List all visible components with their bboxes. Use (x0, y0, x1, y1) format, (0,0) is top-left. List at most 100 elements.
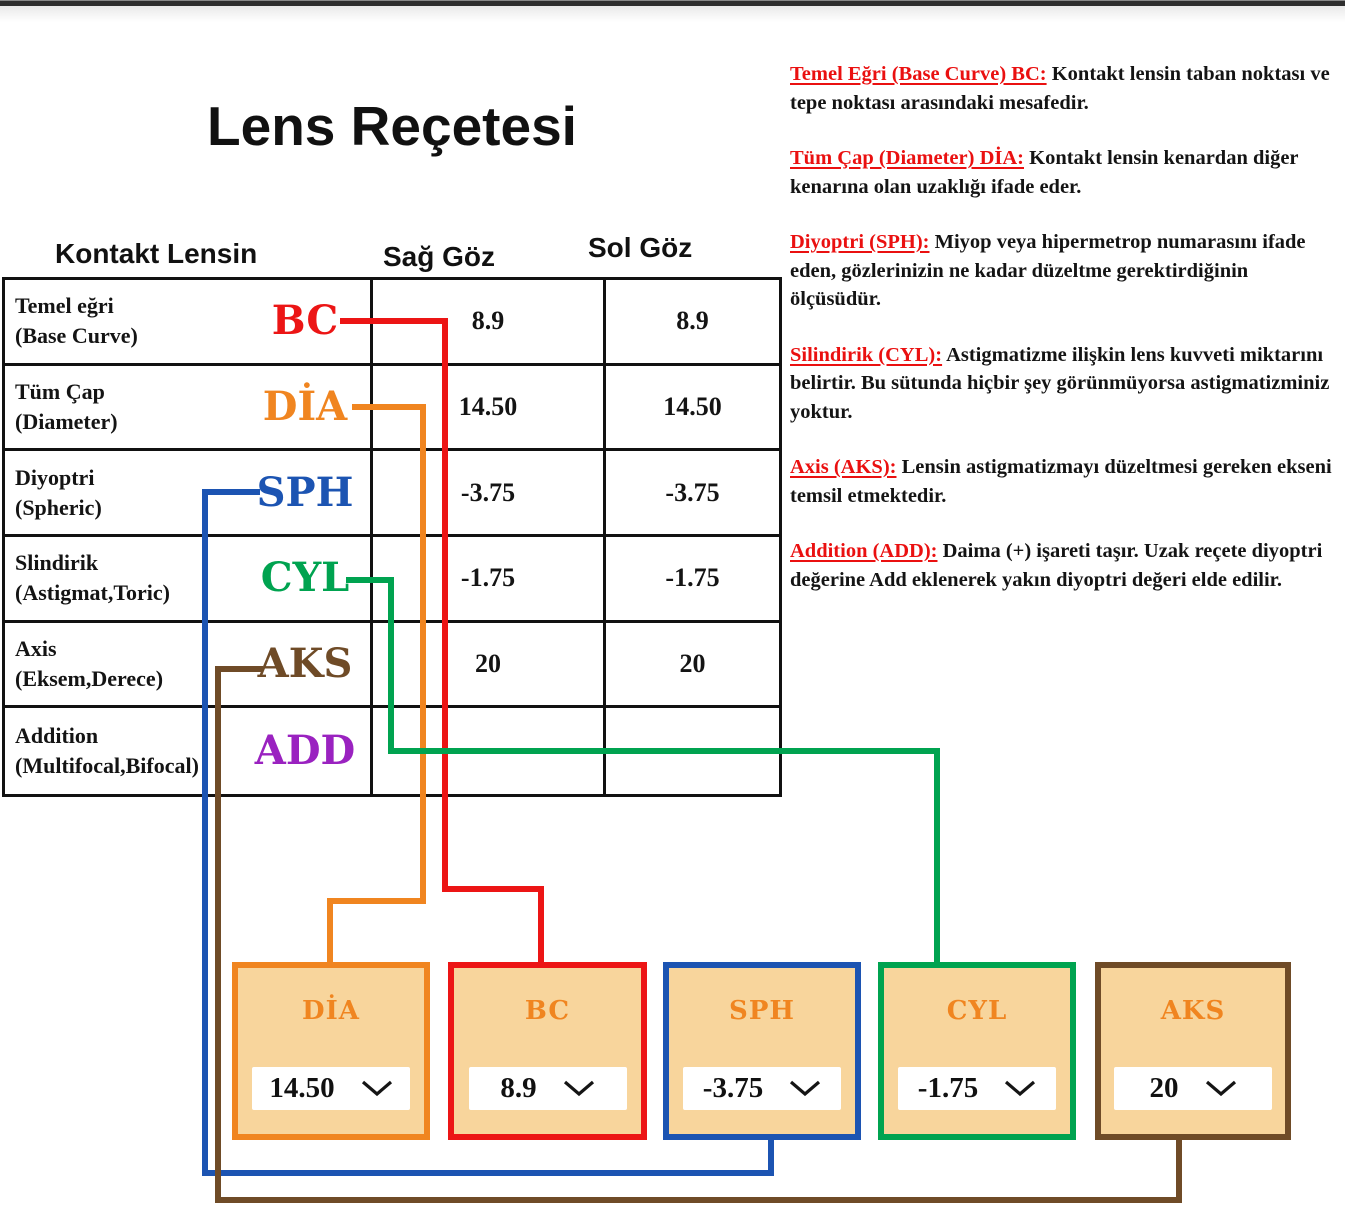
chevron-down-icon[interactable] (361, 1080, 393, 1097)
value-aks-right-eye: 20 (373, 622, 606, 709)
row-label-line1: Diyoptri (15, 464, 95, 490)
definition-term: Temel Eğri (Base Curve) BC: (790, 63, 1047, 85)
aks-connector-h2 (215, 1197, 1182, 1203)
row-label-line2: (Multifocal,Bifocal) (15, 753, 199, 779)
sph-dropdown[interactable]: -3.75 (683, 1067, 841, 1110)
dia-connector-h2 (327, 898, 426, 904)
acronym-cyl: CYL (260, 554, 350, 602)
dia-connector-h1 (352, 404, 424, 410)
top-bar-fade (0, 6, 1345, 22)
cyl-connector-h1 (346, 577, 394, 583)
sph-connector-h1 (202, 489, 260, 495)
sph-selector-box: SPH -3.75 (663, 962, 861, 1140)
definition-term: Tüm Çap (Diameter) DİA: (790, 147, 1024, 169)
definition-aks: Axis (AKS): Lensin astigmatizmayı düzelt… (790, 453, 1343, 510)
aks-connector-h1 (221, 666, 263, 672)
row-label-line1: Axis (15, 635, 57, 661)
row-label-base-curve: Temel eğri (Base Curve) BC (5, 280, 373, 366)
chevron-down-icon[interactable] (789, 1080, 821, 1097)
top-bar (0, 0, 1345, 7)
aks-dropdown-value: 20 (1149, 1072, 1179, 1104)
dia-connector-v1 (420, 404, 426, 904)
cyl-selector-box: CYL -1.75 (878, 962, 1076, 1140)
value-cyl-right-eye: -1.75 (373, 536, 606, 623)
acronym-dia: DİA (262, 382, 348, 430)
bc-selector-label: BC (524, 996, 571, 1026)
aks-selector-box: AKS 20 (1095, 962, 1291, 1140)
value-cyl-left-eye: -1.75 (606, 537, 779, 623)
definition-bc: Temel Eğri (Base Curve) BC: Kontakt lens… (790, 60, 1343, 117)
definition-text: Kontakt lensin taban noktası ve tepe nok… (790, 63, 1330, 114)
table-header-sag-goz: Sağ Göz (383, 241, 496, 272)
bc-selector-box: BC 8.9 (448, 962, 647, 1140)
definition-text: Lensin astigmatizmayı düzeltmesi gereken… (790, 456, 1332, 507)
definition-term: Axis (AKS): (790, 456, 897, 478)
definition-text: Astigmatizme ilişkin lens kuvveti miktar… (790, 343, 1330, 423)
aks-dropdown[interactable]: 20 (1114, 1067, 1272, 1110)
acronym-bc: BC (271, 297, 339, 345)
definition-text: Miyop veya hipermetrop numarasını ifade … (790, 231, 1306, 310)
chevron-down-icon[interactable] (1004, 1080, 1036, 1097)
value-sph-left-eye: -3.75 (606, 451, 779, 537)
bc-connector-h2 (442, 886, 544, 892)
definition-text: Daima (+) işareti taşır. Uzak reçete diy… (790, 540, 1323, 591)
dia-dropdown-value: 14.50 (269, 1072, 335, 1104)
row-label-line2: (Astigmat,Toric) (15, 580, 170, 606)
definition-sph: Diyoptri (SPH): Miyop veya hipermetrop n… (790, 228, 1343, 314)
dia-connector-v2 (327, 898, 333, 966)
sph-dropdown-value: -3.75 (702, 1072, 764, 1104)
cyl-dropdown-value: -1.75 (917, 1072, 979, 1104)
row-label-diameter: Tüm Çap (Diameter) DİA (5, 365, 373, 452)
definition-term: Addition (ADD): (790, 540, 938, 562)
cyl-connector-v2 (934, 748, 940, 968)
row-label-axis: Axis (Eksem,Derece) AKS (5, 622, 373, 709)
value-bc-right-eye: 8.9 (373, 280, 606, 366)
acronym-aks: AKS (257, 639, 353, 687)
row-label-line1: Temel eğri (15, 293, 114, 319)
value-sph-right-eye: -3.75 (373, 451, 606, 537)
bc-connector-h1 (340, 318, 446, 324)
acronym-add: ADD (254, 727, 356, 775)
row-label-line1: Tüm Çap (15, 378, 105, 404)
row-label-line2: (Base Curve) (15, 323, 138, 349)
row-label-addition: Addition (Multifocal,Bifocal) ADD (5, 708, 373, 794)
cyl-connector-v1 (388, 577, 394, 754)
aks-connector-v1 (215, 666, 221, 1203)
dia-dropdown[interactable]: 14.50 (252, 1067, 410, 1110)
definition-dia: Tüm Çap (Diameter) DİA: Kontakt lensin k… (790, 144, 1343, 201)
aks-selector-label: AKS (1160, 996, 1226, 1026)
definition-term: Silindirik (CYL): (790, 343, 943, 366)
bc-dropdown[interactable]: 8.9 (468, 1067, 627, 1110)
sph-connector-v1 (202, 489, 208, 1176)
chevron-down-icon[interactable] (563, 1080, 595, 1097)
sph-connector-h2 (202, 1170, 774, 1176)
definition-add: Addition (ADD): Daima (+) işareti taşır.… (790, 537, 1343, 594)
page-title: Lens Reçetesi (207, 95, 577, 157)
row-label-line2: (Eksem,Derece) (15, 665, 164, 691)
dia-selector-label: DİA (302, 996, 360, 1026)
acronym-sph: SPH (256, 468, 354, 516)
row-label-spheric: Diyoptri (Spheric) SPH (5, 451, 373, 537)
bc-connector-v1 (442, 318, 448, 892)
cyl-selector-label: CYL (946, 996, 1008, 1026)
aks-connector-v2 (1176, 1136, 1182, 1203)
row-label-line1: Addition (15, 723, 99, 749)
dia-selector-box: DİA 14.50 (232, 962, 430, 1140)
cyl-connector-h2 (388, 748, 940, 754)
row-label-line2: (Spheric) (15, 494, 102, 520)
definition-term: Diyoptri (SPH): (790, 231, 930, 253)
table-header-kontakt-lensin: Kontakt Lensin (55, 238, 258, 269)
value-bc-left-eye: 8.9 (606, 280, 779, 366)
chevron-down-icon[interactable] (1205, 1080, 1237, 1097)
sph-selector-label: SPH (729, 996, 795, 1026)
bc-connector-v2 (538, 886, 544, 966)
sph-connector-v2 (768, 1136, 774, 1176)
value-aks-left-eye: 20 (606, 623, 779, 709)
definition-text: Kontakt lensin kenardan diğer kenarına o… (790, 147, 1299, 198)
value-dia-right-eye: 14.50 (373, 365, 606, 452)
row-label-line2: (Diameter) (15, 408, 118, 434)
row-label-astigmat: Slindirik (Astigmat,Toric) CYL (5, 536, 373, 623)
table-header-sol-goz: Sol Göz (588, 232, 693, 263)
cyl-dropdown[interactable]: -1.75 (898, 1067, 1056, 1110)
